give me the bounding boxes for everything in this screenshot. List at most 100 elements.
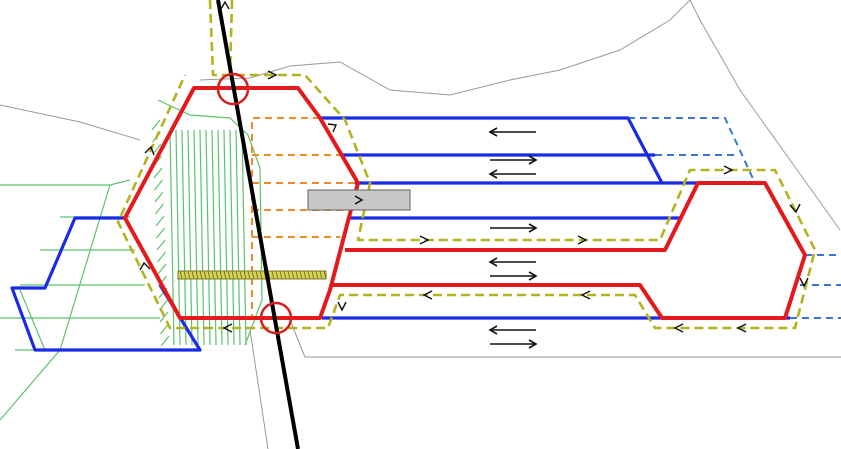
- hatch-stroke: [211, 270, 215, 280]
- hatch-stroke: [303, 270, 307, 280]
- chevron-icon: [267, 70, 278, 80]
- hatch-stroke: [191, 270, 195, 280]
- arrow-head: [528, 271, 538, 281]
- boundary-upper: [199, 0, 691, 96]
- green-siding-track: [229, 129, 235, 346]
- arrow-left-icon: [488, 169, 536, 179]
- hatch-stroke: [315, 270, 319, 280]
- green-siding-rung: [154, 179, 163, 191]
- arrow-right-icon: [490, 155, 538, 165]
- crossing-circle-top: [216, 72, 250, 106]
- green-siding-rung: [155, 203, 164, 215]
- hatch-stroke: [319, 270, 323, 280]
- green-siding-track: [217, 129, 223, 346]
- red-track-5: [330, 181, 807, 320]
- arrow-right-icon: [490, 223, 538, 233]
- hatch-stroke: [179, 270, 183, 280]
- chevron-icon: [577, 235, 588, 245]
- green-left-fan: [0, 179, 131, 186]
- boundary-lower: [289, 319, 841, 358]
- hatch-stroke: [235, 270, 239, 280]
- hatch-stroke: [219, 270, 223, 280]
- platform-rectangle: [307, 189, 411, 211]
- hatch-stroke: [291, 270, 295, 280]
- blue-track-top: [320, 116, 664, 184]
- arrow-right-icon: [490, 271, 538, 281]
- chevron-icon: [799, 277, 809, 288]
- bridge-hatch-lines: [179, 270, 327, 280]
- green-siding-rung: [159, 311, 169, 323]
- chevron-icon: [222, 323, 233, 333]
- hatch-stroke: [251, 270, 255, 280]
- chevron-icon: [220, 0, 230, 10]
- green-siding-track: [193, 129, 199, 346]
- green-siding-track: [235, 129, 241, 346]
- boundary-left: [0, 104, 141, 141]
- green-siding-track: [223, 129, 229, 346]
- green-outline: [157, 99, 263, 346]
- green-siding-rung: [151, 119, 161, 131]
- hatched-bridge: [177, 270, 327, 280]
- green-siding-rung: [153, 167, 163, 179]
- arrow-head: [488, 257, 498, 267]
- green-siding-rung: [156, 227, 165, 239]
- hatch-stroke: [223, 270, 227, 280]
- green-siding-track: [199, 129, 205, 346]
- arrow-left-icon: [488, 257, 536, 267]
- green-siding-track: [181, 129, 187, 346]
- hatch-stroke: [255, 270, 259, 280]
- green-siding-rung: [154, 191, 164, 203]
- chevron-icon: [139, 261, 151, 271]
- green-siding-rung: [160, 323, 169, 335]
- hatch-stroke: [183, 270, 187, 280]
- hatch-stroke: [199, 270, 203, 280]
- hatch-stroke: [187, 270, 191, 280]
- chevron-icon: [789, 203, 801, 214]
- arrow-head: [528, 339, 538, 349]
- chevron-icon: [354, 195, 364, 205]
- chevron-icon: [144, 145, 155, 156]
- hatch-stroke: [275, 270, 279, 280]
- red-tracks: [123, 86, 807, 320]
- chevron-icon: [673, 323, 684, 333]
- hatch-stroke: [307, 270, 311, 280]
- hatch-stroke: [195, 270, 199, 280]
- hatch-stroke: [231, 270, 235, 280]
- chevron-icon: [723, 165, 734, 175]
- hatch-stroke: [283, 270, 287, 280]
- hatch-stroke: [279, 270, 283, 280]
- boundary-right-upper: [689, 0, 841, 231]
- green-siding-rung: [157, 263, 167, 275]
- blue-left-track: [10, 216, 202, 352]
- green-ladder-rungs: [151, 119, 247, 347]
- arrow-head: [528, 223, 538, 233]
- hatch-stroke: [287, 270, 291, 280]
- chevron-icon: [736, 323, 747, 333]
- direction-arrows: [488, 127, 538, 349]
- hatch-stroke: [259, 270, 263, 280]
- green-siding-track: [187, 129, 193, 346]
- arrow-left-icon: [488, 127, 536, 137]
- green-siding-track: [169, 129, 175, 346]
- arrow-head: [528, 155, 538, 165]
- green-siding-rung: [152, 143, 162, 155]
- red-loop-left: [123, 86, 360, 320]
- arrow-head: [488, 169, 498, 179]
- blue-dash-upper: [628, 117, 756, 184]
- hatch-stroke: [247, 270, 251, 280]
- hatch-stroke: [243, 270, 247, 280]
- green-siding-rung: [157, 251, 166, 263]
- arrow-left-icon: [488, 325, 536, 335]
- green-siding-track: [175, 129, 181, 346]
- arrow-right-icon: [490, 339, 538, 349]
- hatch-stroke: [311, 270, 315, 280]
- hatch-stroke: [227, 270, 231, 280]
- green-siding-track: [205, 129, 211, 346]
- arrow-head: [488, 127, 498, 137]
- green-siding-rung: [156, 239, 166, 251]
- route-chevrons: [139, 0, 809, 333]
- hatch-stroke: [271, 270, 275, 280]
- chevron-icon: [419, 235, 430, 245]
